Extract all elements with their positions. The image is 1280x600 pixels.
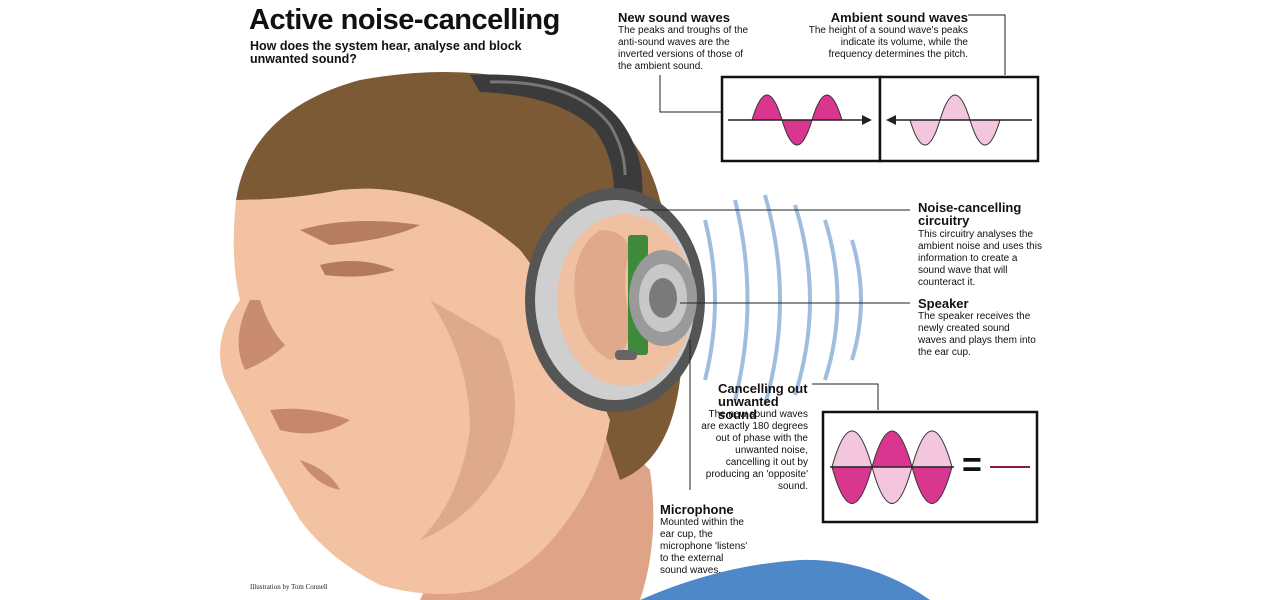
nose-shadow [238, 300, 285, 370]
equals-sign: = [962, 446, 982, 484]
ear-shape [574, 230, 630, 360]
new-waves-body: The peaks and troughs of the anti-sound … [618, 25, 749, 72]
page-title: Active noise-cancelling [249, 4, 560, 36]
leader-lines [640, 14, 1006, 490]
ambient-waves-heading: Ambient sound waves [830, 10, 968, 25]
circuitry-body: This circuitry analyses the ambient nois… [918, 229, 1042, 288]
eye-shape [320, 261, 395, 277]
headband-highlight [489, 80, 627, 176]
circuitry-heading: Noise-cancelling circuitry [918, 200, 1022, 228]
chin-shadow [300, 460, 340, 490]
illustration-credit: Illustration by Tom Connell [250, 583, 328, 591]
sound-wave-arcs [703, 194, 863, 406]
ambient-wave-arrow [886, 115, 896, 125]
mouth-shape [270, 408, 350, 434]
new-waves-heading: New sound waves [618, 10, 730, 25]
cancelling-body: The new sound waves are exactly 180 degr… [701, 409, 808, 492]
microphone-shape [615, 350, 637, 360]
ambient-waves-body: The height of a sound wave's peaks indic… [808, 25, 968, 60]
cancelling-wave-lobes [831, 430, 953, 504]
eyebrow-shape [300, 221, 420, 245]
microphone-heading: Microphone [660, 502, 734, 517]
speaker-heading: Speaker [918, 296, 969, 311]
face-shape [220, 188, 610, 594]
speaker-cone [649, 278, 677, 318]
headband-shape [470, 74, 643, 215]
new-wave-arrow [862, 115, 872, 125]
cheek-shadow [420, 300, 515, 540]
new-waves-panel [720, 75, 882, 163]
speaker-body: The speaker receives the newly created s… [918, 311, 1036, 358]
cancelling-heading: Cancelling out unwanted sound [718, 381, 808, 422]
shirt-shape [640, 559, 930, 600]
microphone-body: Mounted within the ear cup, the micropho… [660, 517, 748, 576]
hair-shape [236, 72, 683, 480]
page-subtitle: How does the system hear, analyse and bl… [250, 39, 522, 66]
